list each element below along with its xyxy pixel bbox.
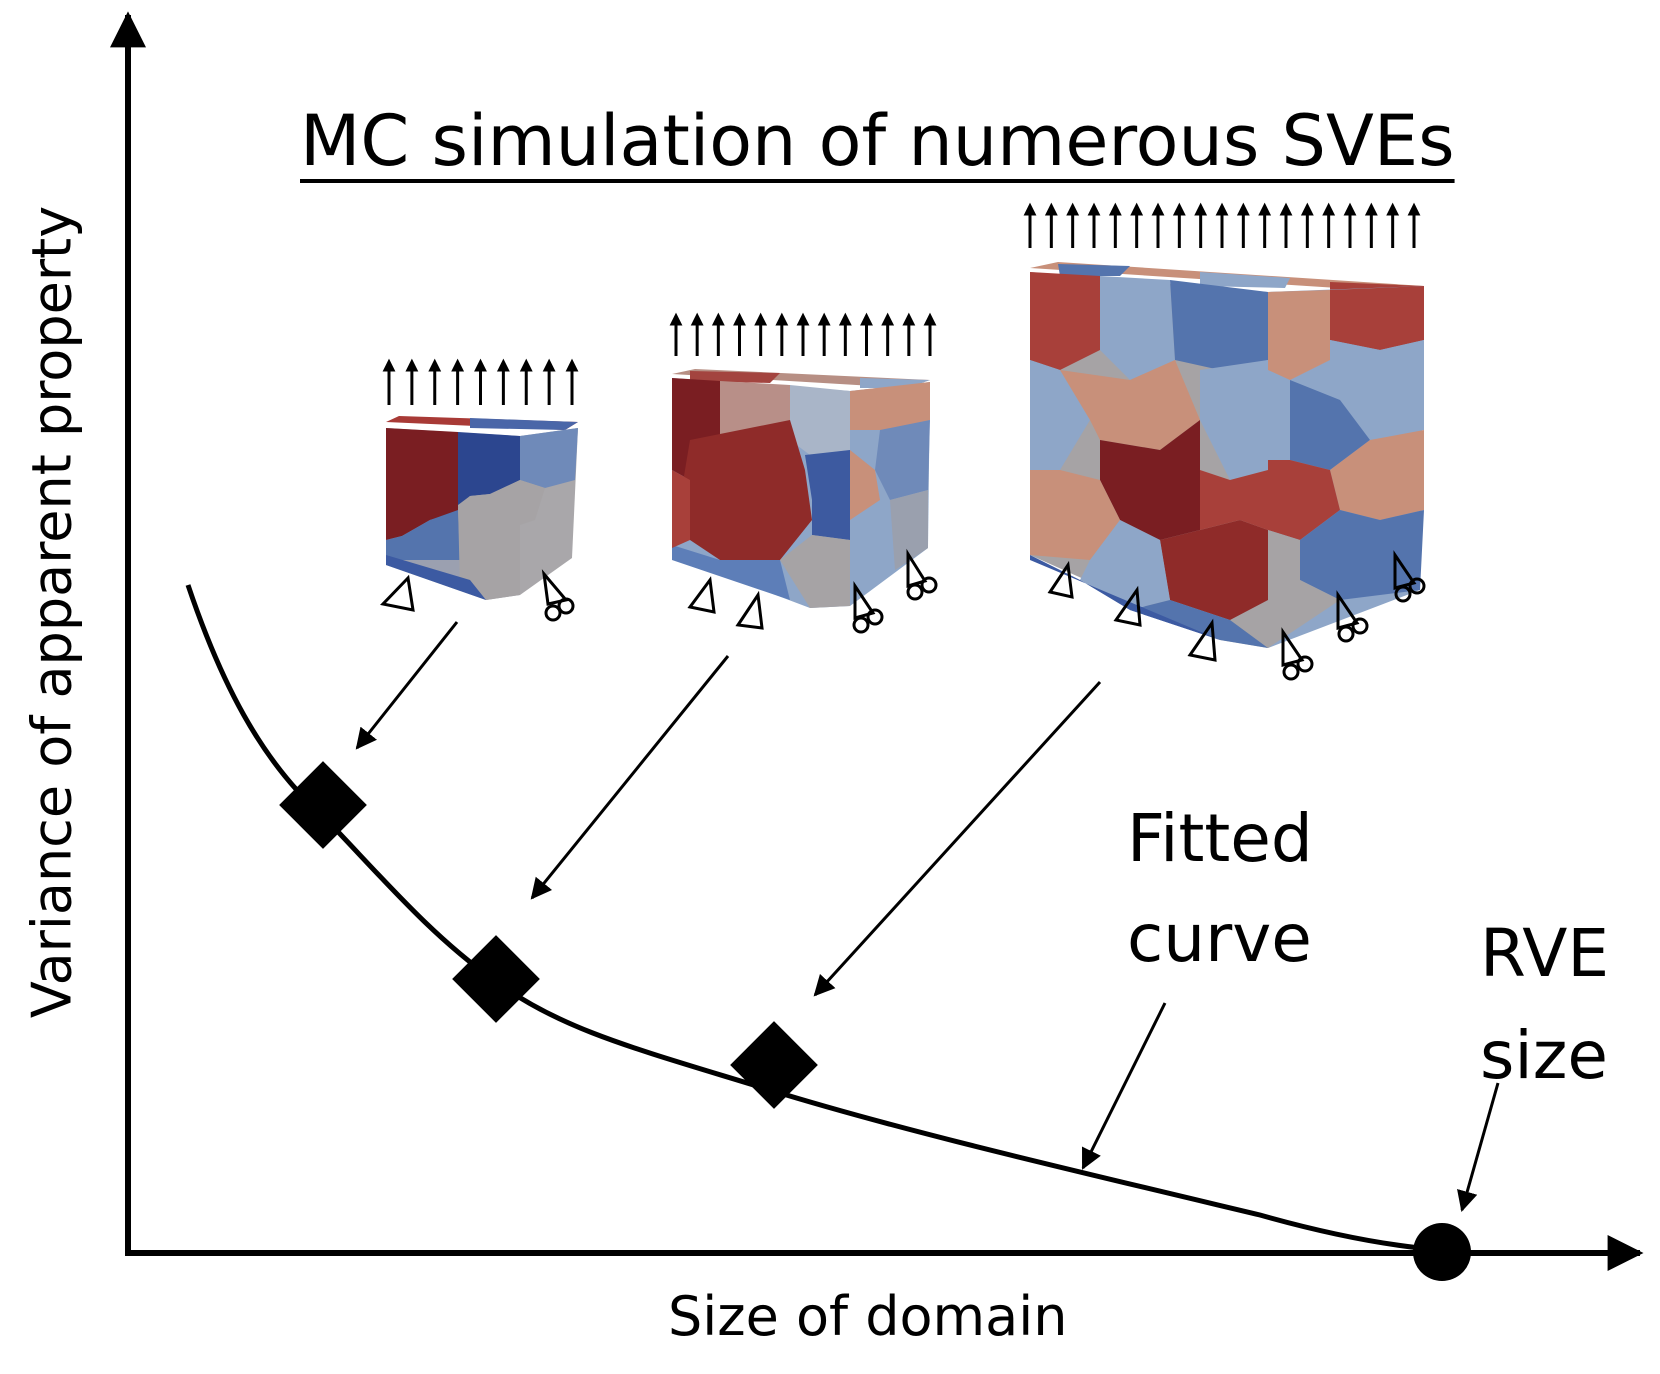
- y-axis-label: Variance of apparent property: [20, 205, 84, 1019]
- small-sve-cube: [380, 358, 579, 622]
- load-arrowhead: [519, 358, 533, 372]
- load-arrowhead: [1364, 202, 1378, 216]
- diagram-title: MC simulation of numerous SVEs: [300, 100, 1455, 182]
- load-arrowhead: [1130, 202, 1144, 216]
- medium-sve-cube: [669, 312, 938, 634]
- load-arrowhead: [382, 358, 396, 372]
- load-arrowhead: [1343, 202, 1357, 216]
- load-arrowhead: [1194, 202, 1208, 216]
- large-sve-cube: [1023, 202, 1426, 681]
- rve-label-line1: RVE: [1480, 915, 1610, 992]
- load-arrowhead: [860, 312, 873, 326]
- load-arrowhead: [1407, 202, 1421, 216]
- load-arrowhead: [542, 358, 556, 372]
- x-axis-label: Size of domain: [668, 1285, 1068, 1348]
- curve-label-line2: curve: [1127, 900, 1312, 977]
- load-arrowhead: [902, 312, 916, 326]
- load-arrowhead: [838, 312, 852, 326]
- load-arrowhead: [428, 358, 442, 372]
- load-arrowhead: [1236, 202, 1250, 216]
- axes: [110, 11, 1644, 1271]
- load-arrowhead: [690, 312, 704, 326]
- rve-label-arrow: [1457, 1082, 1500, 1213]
- load-arrowhead: [451, 358, 465, 372]
- load-arrowhead: [405, 358, 419, 372]
- large-sve-arrow: [813, 680, 1102, 997]
- load-arrowhead: [1215, 202, 1229, 216]
- medium-sve-point: [452, 935, 540, 1023]
- load-arrowhead: [881, 312, 895, 326]
- medium-load-arrows: [669, 312, 937, 356]
- load-arrowhead: [775, 312, 789, 326]
- data-markers: [279, 761, 1471, 1281]
- small-sve-point: [279, 761, 367, 849]
- large-sve-point: [730, 1021, 818, 1109]
- curve-label-line1: Fitted: [1127, 800, 1313, 877]
- load-arrowhead: [474, 358, 487, 372]
- load-arrowhead: [1151, 202, 1165, 216]
- load-arrowhead: [669, 312, 683, 326]
- load-arrowhead: [1023, 202, 1037, 216]
- load-arrowhead: [817, 312, 831, 326]
- load-arrowhead: [1300, 202, 1314, 216]
- load-arrowhead: [1322, 202, 1336, 216]
- load-arrowhead: [1066, 202, 1080, 216]
- load-arrowhead: [1108, 202, 1122, 216]
- load-arrowhead: [923, 312, 937, 326]
- load-arrowhead: [733, 312, 746, 326]
- large-load-arrows: [1023, 202, 1421, 248]
- pointer-arrows: [355, 621, 1500, 1213]
- load-arrowhead: [1044, 202, 1058, 216]
- curve-label-arrow: [1081, 1002, 1167, 1170]
- load-arrowhead: [796, 312, 810, 326]
- medium-sve-arrow: [530, 655, 730, 900]
- rve-label-line2: size: [1480, 1017, 1608, 1094]
- load-arrowhead: [565, 358, 579, 372]
- rve-point: [1413, 1223, 1471, 1281]
- load-arrowhead: [1386, 202, 1400, 216]
- load-arrowhead: [1087, 202, 1101, 216]
- load-arrowhead: [754, 312, 768, 326]
- load-arrowhead: [1258, 202, 1272, 216]
- small-load-arrows: [382, 358, 579, 405]
- load-arrowhead: [1279, 202, 1293, 216]
- load-arrowhead: [1172, 202, 1186, 216]
- load-arrowhead: [496, 358, 510, 372]
- load-arrowhead: [711, 312, 725, 326]
- small-sve-arrow: [355, 621, 459, 750]
